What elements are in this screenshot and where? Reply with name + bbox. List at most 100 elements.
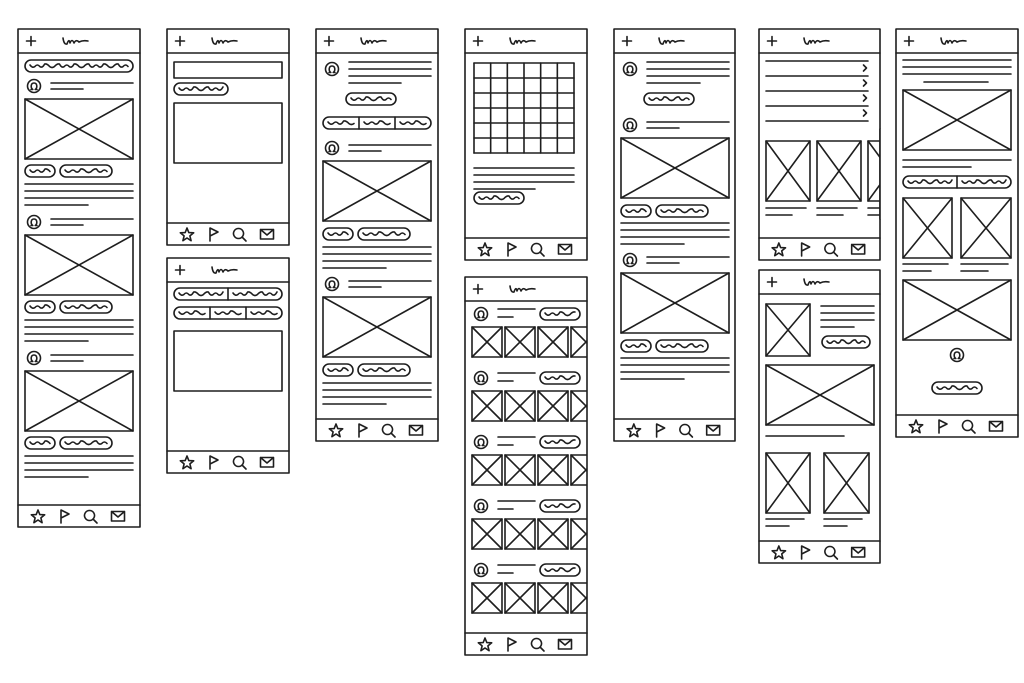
- flag-icon[interactable]: [800, 545, 811, 560]
- calendar-grid[interactable]: [473, 62, 575, 154]
- star-icon[interactable]: [626, 423, 642, 438]
- search-icon[interactable]: [530, 242, 545, 257]
- tag-button[interactable]: [24, 164, 56, 178]
- carousel-item[interactable]: [765, 140, 811, 216]
- search-icon[interactable]: [961, 419, 976, 434]
- pill-label-scribble: [29, 168, 51, 174]
- flag-icon[interactable]: [507, 637, 517, 652]
- follow-button[interactable]: [539, 371, 581, 385]
- tag-button[interactable]: [59, 164, 113, 178]
- plus-icon[interactable]: [472, 283, 484, 295]
- tag-button[interactable]: [655, 204, 709, 218]
- plus-icon[interactable]: [766, 35, 778, 47]
- tag-button[interactable]: [24, 300, 56, 314]
- follow-button[interactable]: [539, 307, 581, 321]
- image-cross: [537, 518, 569, 550]
- tag-button[interactable]: [655, 339, 709, 353]
- mail-icon[interactable]: [110, 510, 126, 522]
- profile-button[interactable]: [931, 381, 983, 395]
- plus-icon[interactable]: [903, 35, 915, 47]
- image-placeholder-icon: [24, 98, 134, 160]
- follow-button[interactable]: [539, 499, 581, 513]
- mail-icon[interactable]: [259, 228, 275, 240]
- chevron-right-icon[interactable]: [862, 94, 868, 102]
- submit-button[interactable]: [173, 82, 229, 96]
- plus-icon[interactable]: [174, 264, 186, 276]
- star-icon[interactable]: [179, 227, 195, 242]
- mail-icon[interactable]: [705, 424, 721, 436]
- star-icon[interactable]: [908, 419, 924, 434]
- search-icon[interactable]: [679, 423, 694, 438]
- tag-button[interactable]: [620, 204, 652, 218]
- image-frame: [816, 140, 862, 202]
- search-icon[interactable]: [232, 455, 247, 470]
- search-icon[interactable]: [381, 423, 396, 438]
- title-scribble: [211, 37, 238, 45]
- chevron-right-icon[interactable]: [862, 64, 868, 72]
- tag-button[interactable]: [322, 363, 354, 377]
- chevron-right-icon[interactable]: [862, 79, 868, 87]
- mail-icon[interactable]: [557, 243, 573, 255]
- image-cross: [570, 326, 587, 358]
- segmented-control[interactable]: [173, 287, 283, 301]
- flag-icon[interactable]: [209, 455, 219, 470]
- tag-button[interactable]: [357, 363, 411, 377]
- flag-icon[interactable]: [60, 509, 70, 524]
- segmented-control[interactable]: [173, 306, 283, 320]
- mail-icon[interactable]: [557, 638, 573, 650]
- pill-outline: [24, 436, 56, 450]
- star-icon[interactable]: [179, 455, 195, 470]
- follow-button[interactable]: [539, 435, 581, 449]
- tag-button[interactable]: [24, 436, 56, 450]
- star-icon[interactable]: [477, 242, 493, 257]
- plus-icon[interactable]: [472, 35, 484, 47]
- star-icon[interactable]: [477, 637, 493, 652]
- segmented-control[interactable]: [322, 116, 432, 130]
- search-icon[interactable]: [83, 509, 98, 524]
- plus-icon[interactable]: [323, 35, 335, 47]
- flag-icon[interactable]: [209, 227, 219, 242]
- buy-button[interactable]: [821, 335, 871, 349]
- text-input[interactable]: [173, 61, 283, 79]
- search-icon[interactable]: [824, 545, 839, 560]
- mail-icon[interactable]: [988, 420, 1004, 432]
- star-glyph: [30, 509, 46, 524]
- image-frame: [504, 454, 536, 486]
- reply-button[interactable]: [643, 92, 695, 106]
- flag-icon[interactable]: [655, 423, 666, 438]
- mail-icon[interactable]: [850, 243, 866, 255]
- carousel-item[interactable]: [816, 140, 862, 216]
- star-icon[interactable]: [771, 545, 787, 560]
- mail-icon[interactable]: [259, 456, 275, 468]
- thumbnail-clip: [471, 454, 503, 486]
- tag-button[interactable]: [357, 227, 411, 241]
- star-icon[interactable]: [30, 509, 46, 524]
- tag-button[interactable]: [620, 339, 652, 353]
- plus-icon[interactable]: [766, 276, 778, 288]
- flag-icon[interactable]: [938, 419, 948, 434]
- tag-button[interactable]: [59, 436, 113, 450]
- search-pill[interactable]: [24, 59, 134, 73]
- star-icon[interactable]: [771, 242, 787, 257]
- reply-button[interactable]: [345, 92, 397, 106]
- chevron-right-icon[interactable]: [862, 109, 868, 117]
- search-icon[interactable]: [232, 227, 247, 242]
- flag-icon[interactable]: [800, 242, 811, 257]
- plus-icon[interactable]: [174, 35, 186, 47]
- image-cross: [504, 454, 536, 486]
- tag-button[interactable]: [322, 227, 354, 241]
- follow-button[interactable]: [539, 563, 581, 577]
- plus-icon[interactable]: [25, 35, 37, 47]
- tag-button[interactable]: [59, 300, 113, 314]
- flag-icon[interactable]: [507, 242, 517, 257]
- segmented-control[interactable]: [902, 175, 1012, 189]
- flag-icon[interactable]: [358, 423, 368, 438]
- search-icon[interactable]: [824, 242, 839, 257]
- star-icon[interactable]: [328, 423, 344, 438]
- plus-icon[interactable]: [621, 35, 633, 47]
- mail-icon[interactable]: [408, 424, 424, 436]
- image-placeholder-icon: [471, 326, 503, 358]
- action-button[interactable]: [473, 191, 525, 205]
- mail-icon[interactable]: [850, 546, 866, 558]
- search-icon[interactable]: [530, 637, 545, 652]
